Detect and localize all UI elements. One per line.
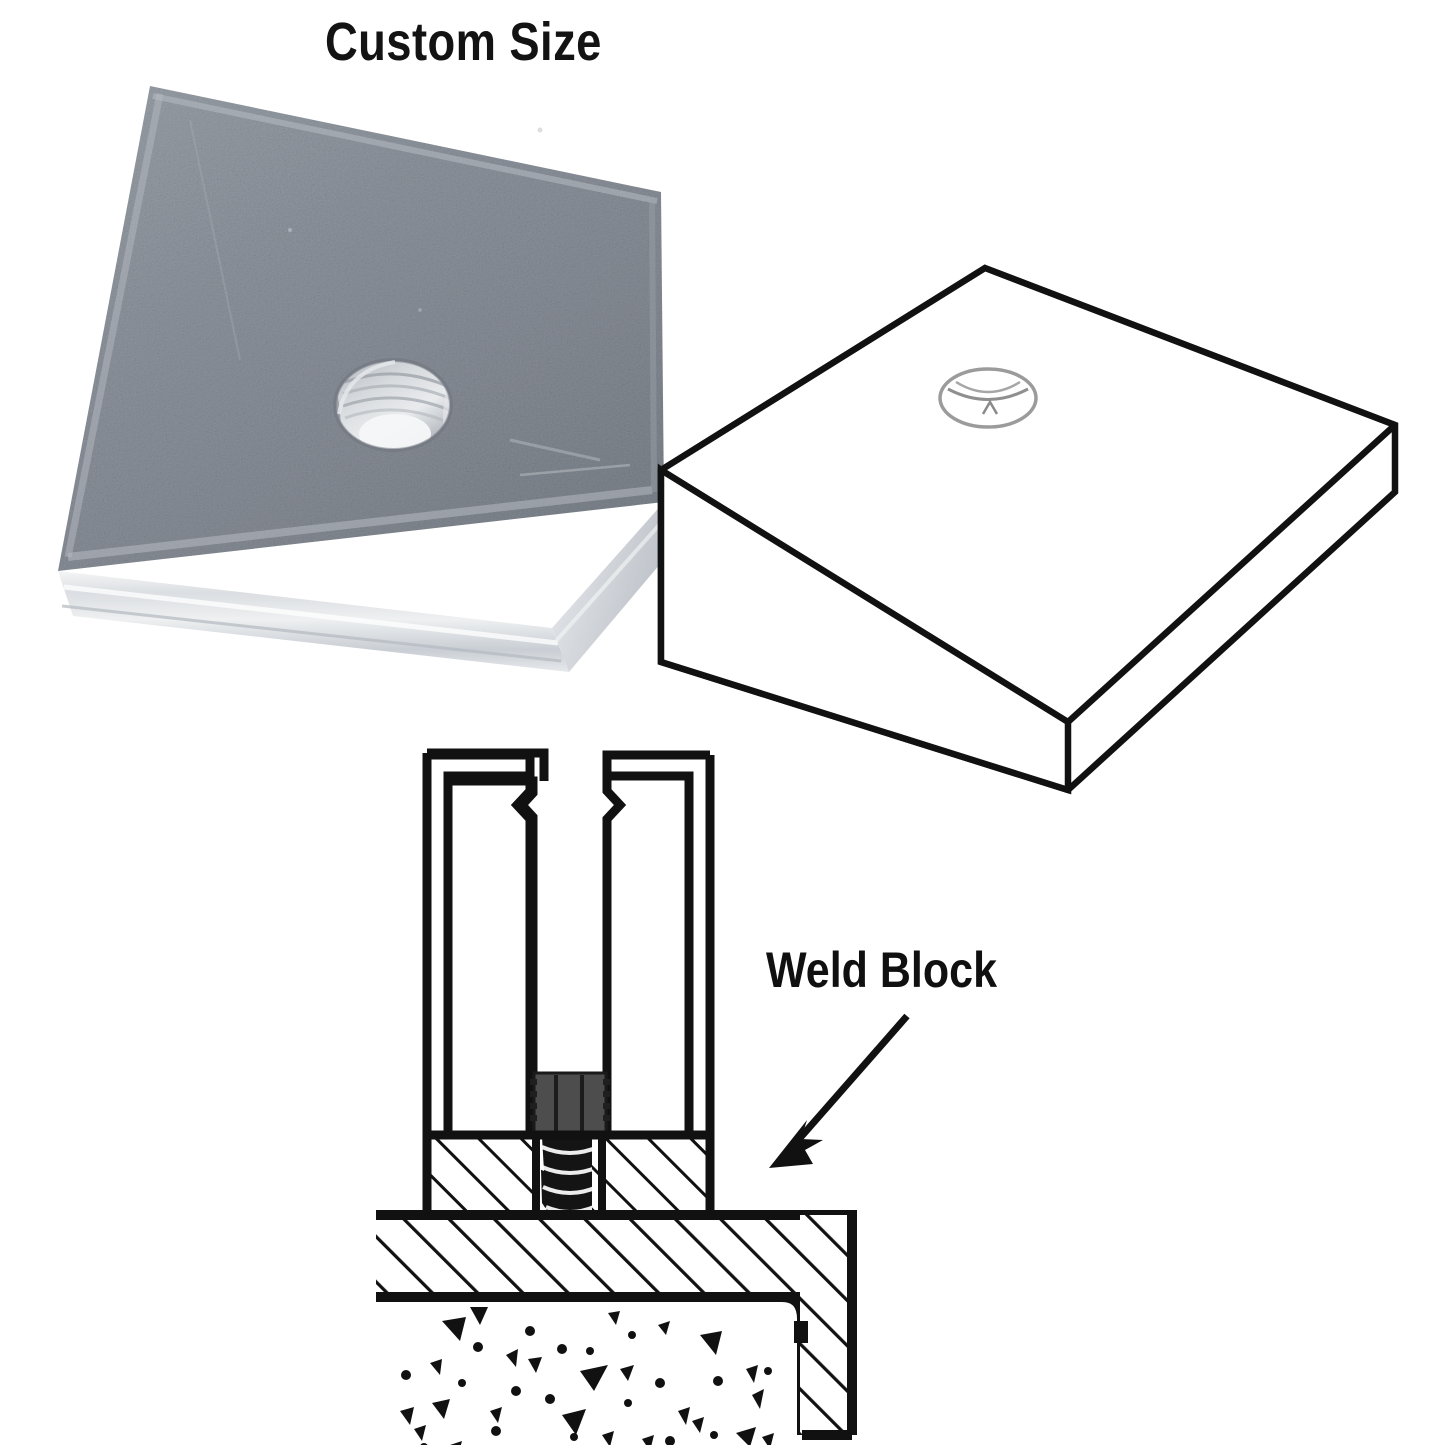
iso-hole-notch	[981, 399, 999, 415]
arrow-head	[769, 1120, 823, 1168]
hole-chamfer-highlight	[337, 360, 396, 415]
hole-thread-3	[342, 396, 450, 412]
plate-scuff-1	[189, 119, 241, 361]
iso-center-hole	[938, 367, 1038, 429]
channel-right-lip	[602, 750, 710, 776]
weld-block-isometric-svg	[657, 264, 1399, 795]
weld-block-hatch-right	[592, 1135, 710, 1213]
plate-scuff-2	[509, 438, 601, 462]
plate-front-edge	[58, 571, 569, 672]
fastener-flutes	[554, 1075, 584, 1133]
plate-right-edge-highlight	[554, 513, 670, 643]
deck-right-wall-hatch	[800, 1215, 852, 1435]
plate-speck-1	[537, 127, 543, 133]
plate-front-edge-shadow-line	[61, 604, 562, 663]
concrete-slab	[400, 1307, 774, 1445]
plate-front-edge-highlight	[63, 584, 559, 646]
arrow-shaft	[790, 1013, 910, 1149]
iso-hole-inner-curve-2	[955, 380, 1021, 394]
plate-speck-3	[418, 308, 422, 312]
fastener-serrations	[530, 1079, 610, 1121]
weld-block-cross-section-svg	[376, 748, 857, 1445]
deck-plate-hatch	[376, 1215, 852, 1297]
custom-size-title: Custom Size	[325, 12, 602, 72]
plate-top-bevel-bottom	[67, 486, 653, 561]
callout-arrow-svg	[769, 1013, 910, 1168]
fastener-body	[532, 1071, 608, 1137]
channel-left-lip	[427, 750, 535, 776]
weld-block-hatch-left	[427, 1135, 535, 1213]
deck-corner-tick	[794, 1321, 808, 1343]
fastener-insert	[530, 1071, 610, 1139]
plate-right-edge	[552, 502, 677, 672]
plate-top-bevel-right	[649, 199, 657, 493]
weld-block-photo-svg	[58, 86, 677, 672]
weld-block-callout-label: Weld Block	[766, 942, 997, 998]
plate-top-bevel-left	[64, 93, 164, 558]
plate-scuff-3	[519, 463, 631, 477]
weld-block-cross-section	[370, 735, 910, 1445]
hole-bottom-light	[359, 414, 431, 449]
plate-top-bevel-top	[152, 93, 658, 204]
plate-speck-2	[288, 228, 292, 232]
iso-hole-inner-curve-1	[947, 387, 1029, 401]
hole-thread-4	[344, 408, 448, 424]
screw-body	[540, 1137, 600, 1227]
weld-block-photo	[40, 60, 700, 700]
iso-block-solid	[657, 264, 1399, 794]
hole-thread-2	[342, 384, 450, 400]
weld-block-callout-arrow	[735, 1000, 925, 1180]
deck-plate-section	[376, 1210, 857, 1440]
plate-top-face	[58, 86, 664, 571]
concrete-aggregate	[400, 1307, 774, 1445]
weld-block-isometric-drawing	[640, 230, 1430, 810]
